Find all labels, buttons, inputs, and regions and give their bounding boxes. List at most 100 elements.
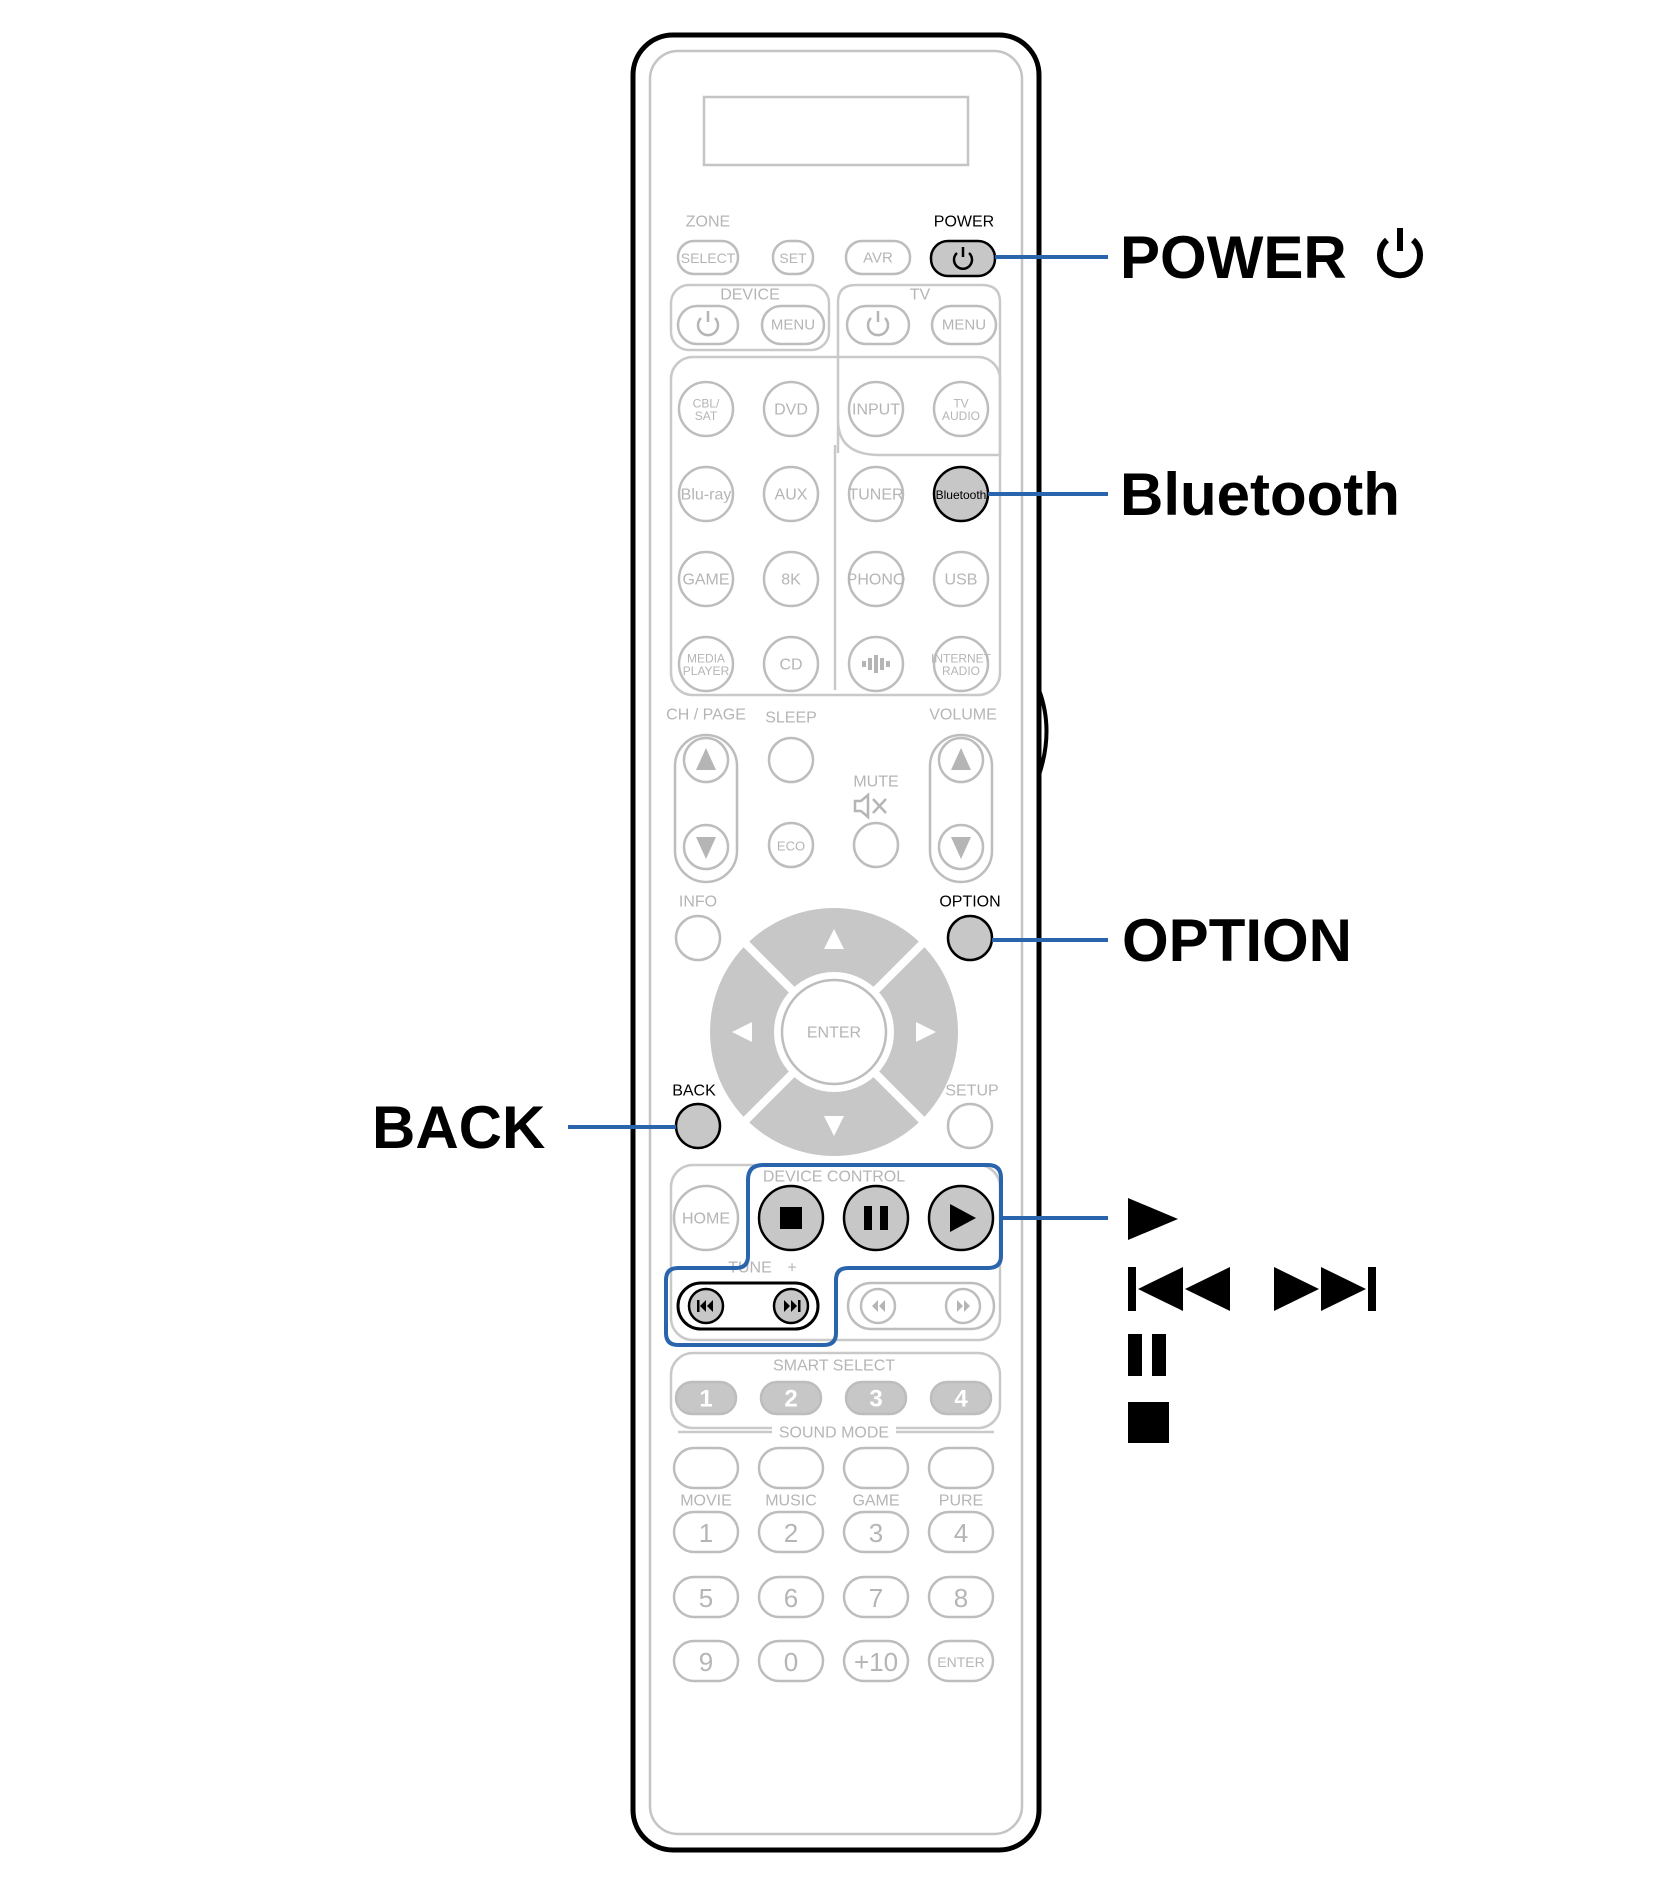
remote-side-button: [1037, 689, 1049, 776]
tv-menu-button[interactable]: [930, 304, 998, 346]
tv-power-icon: [866, 311, 890, 337]
smart-select-3-button[interactable]: [844, 1380, 908, 1416]
device-power-icon: [696, 311, 720, 337]
device-label: DEVICE: [720, 287, 780, 304]
input-label: INPUT: [852, 402, 900, 419]
8k-button[interactable]: [762, 550, 820, 608]
game-sound-mode-button[interactable]: [842, 1446, 910, 1490]
cursor-dividers: [743, 941, 925, 1123]
cursor-down-icon[interactable]: [824, 1116, 844, 1136]
game-button[interactable]: [677, 550, 735, 608]
zone-select-button[interactable]: [676, 239, 740, 276]
back-label: BACK: [672, 1083, 716, 1100]
remote-inner-outline: [648, 49, 1024, 1836]
music-sound-mode-button[interactable]: [757, 1446, 825, 1490]
home-label: HOME: [682, 1211, 730, 1228]
set-button[interactable]: [771, 239, 815, 276]
sleep-button[interactable]: [767, 736, 815, 784]
power-callout: POWER: [1120, 224, 1347, 291]
numpad-enter-button[interactable]: [927, 1639, 995, 1683]
power-button[interactable]: [929, 239, 997, 278]
aux-button[interactable]: [762, 465, 820, 523]
tuner-button[interactable]: [847, 465, 905, 523]
numpad-3-button[interactable]: [842, 1510, 910, 1554]
bluetooth-callout: Bluetooth: [1120, 461, 1400, 528]
smart-select-3-label: 3: [869, 1386, 882, 1413]
cursor-left-icon[interactable]: [732, 1022, 752, 1042]
cursor-right-icon[interactable]: [916, 1022, 936, 1042]
cursor-up-icon[interactable]: [824, 929, 844, 949]
numpad-enter-label: ENTER: [937, 1654, 984, 1670]
tv-audio-button[interactable]: [932, 380, 990, 438]
smart-select-2-button[interactable]: [759, 1380, 823, 1416]
numpad-9-button[interactable]: [672, 1639, 740, 1683]
pause-callout-icon: [1128, 1334, 1166, 1376]
transport-highlight-outline: [664, 1163, 1003, 1347]
numpad-3-label: 3: [869, 1518, 883, 1548]
tv-power-button[interactable]: [845, 304, 911, 346]
device-power-button[interactable]: [676, 304, 740, 346]
numpad-1-label: 1: [699, 1518, 713, 1548]
skip-callout-icon: [1128, 1267, 1376, 1311]
option-button[interactable]: [946, 914, 994, 962]
pure-sound-mode-label: PURE: [939, 1493, 983, 1510]
cbl-sat-button[interactable]: [677, 380, 735, 438]
pause-button[interactable]: [842, 1184, 910, 1252]
zone-label: ZONE: [686, 214, 730, 231]
dvd-label: DVD: [774, 402, 808, 419]
numpad-6-button[interactable]: [757, 1575, 825, 1619]
phono-button[interactable]: [847, 550, 905, 608]
power-callout-icon: [1377, 228, 1423, 279]
mute-button[interactable]: [852, 821, 900, 869]
movie-sound-mode-button[interactable]: [672, 1446, 740, 1490]
numpad-2-button[interactable]: [757, 1510, 825, 1554]
numpad-10-button[interactable]: [842, 1639, 910, 1683]
media-player-button[interactable]: [677, 635, 735, 693]
bluetooth-label: Bluetooth: [936, 488, 987, 502]
smart-select-4-button[interactable]: [929, 1380, 993, 1416]
internet-radio-button[interactable]: [932, 635, 990, 693]
dvd-button[interactable]: [762, 380, 820, 438]
usb-button[interactable]: [932, 550, 990, 608]
tune-plus-label: +: [787, 1260, 796, 1277]
numpad-8-button[interactable]: [927, 1575, 995, 1619]
mute-icon: [853, 792, 887, 820]
enter-button[interactable]: [780, 978, 888, 1086]
device-menu-label: MENU: [771, 317, 815, 334]
numpad-0-button[interactable]: [757, 1639, 825, 1683]
smart-select-1-button[interactable]: [674, 1380, 738, 1416]
back-button[interactable]: [674, 1102, 722, 1150]
cd-label: CD: [779, 657, 802, 674]
info-button[interactable]: [674, 914, 722, 962]
numpad-4-button[interactable]: [927, 1510, 995, 1554]
enter-label: ENTER: [807, 1025, 861, 1042]
pause-icon: [864, 1206, 888, 1230]
numpad-1-button[interactable]: [672, 1510, 740, 1554]
device-menu-button[interactable]: [760, 304, 826, 346]
numpad-8-label: 8: [954, 1583, 968, 1613]
phono-label: PHONO: [847, 572, 906, 589]
tv-group: [836, 283, 1002, 457]
transport-callout: ▶ ⏮ ⏭ ⏸ ■: [1128, 1198, 1376, 1443]
home-button[interactable]: [672, 1184, 740, 1252]
volume-down-icon: [951, 837, 971, 859]
eco-button[interactable]: [767, 821, 815, 869]
pure-sound-mode-button[interactable]: [927, 1446, 995, 1490]
device-group: [669, 283, 831, 352]
setup-button[interactable]: [946, 1102, 994, 1150]
fast-forward-icon: [957, 1300, 970, 1312]
numpad-5-button[interactable]: [672, 1575, 740, 1619]
stop-callout-icon: [1128, 1402, 1169, 1443]
cd-button[interactable]: [762, 635, 820, 693]
avr-button[interactable]: [844, 239, 912, 276]
blu-ray-button[interactable]: [677, 465, 735, 523]
eco-label: ECO: [777, 839, 805, 854]
input-button[interactable]: [847, 380, 905, 438]
numpad-7-button[interactable]: [842, 1575, 910, 1619]
